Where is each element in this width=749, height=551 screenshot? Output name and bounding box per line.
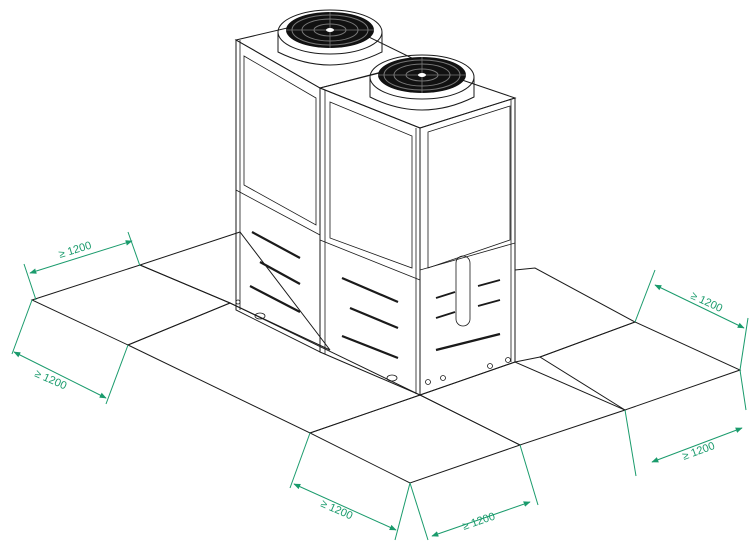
dimension-left: ≥ 1200 [11, 299, 129, 405]
dimension-label: ≥ 1200 [689, 290, 725, 315]
hatched-zone-right [514, 267, 637, 363]
hatched-zone-front-left [126, 302, 422, 434]
floor-zones [30, 231, 742, 484]
clearance-zone-front-left [308, 394, 522, 484]
dimension-front-left: ≥ 1200 [289, 432, 411, 541]
dimension-label: ≥ 1200 [319, 498, 355, 523]
dimension-top-left: ≥ 1200 [23, 231, 141, 301]
dimension-right: ≥ 1200 [624, 369, 747, 477]
clearance-zone-right [538, 321, 742, 411]
chiller-unit-right [318, 54, 517, 396]
clearance-zone-left [30, 264, 232, 346]
dimension-label: ≥ 1200 [57, 240, 93, 261]
dimension-label: ≥ 1200 [33, 368, 69, 393]
dimension-front-right: ≥ 1200 [409, 444, 539, 541]
fan-icon [369, 54, 475, 111]
dimension-label: ≥ 1200 [461, 511, 497, 533]
fan-icon [277, 9, 383, 66]
dimension-label: ≥ 1200 [681, 440, 717, 463]
hatched-zone-front [418, 361, 627, 446]
hatched-zone-left [138, 231, 331, 351]
dimension-top-right: ≥ 1200 [634, 269, 749, 371]
chiller-unit-left [234, 9, 422, 353]
